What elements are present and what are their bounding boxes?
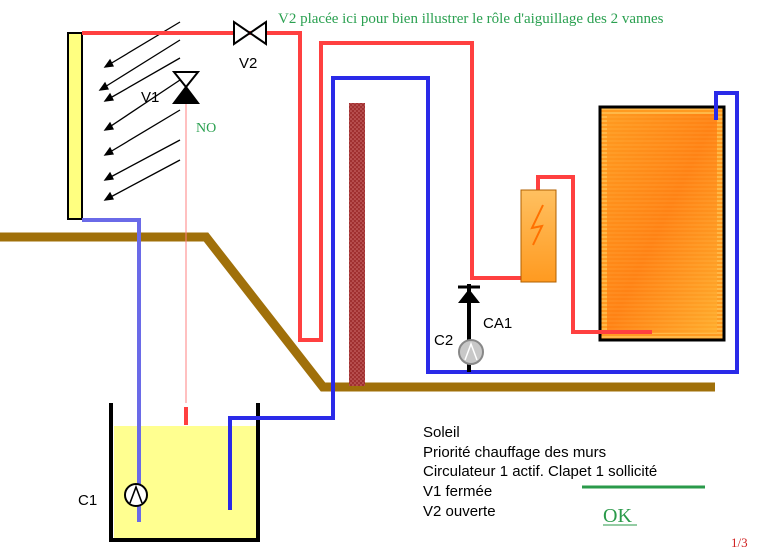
electric-heater xyxy=(520,189,557,283)
status-line-2: Priorité chauffage des murs xyxy=(423,444,606,461)
hot-pipe-panel-to-wall xyxy=(82,31,527,342)
status-line-4: V1 fermée xyxy=(423,483,492,500)
label-c1: C1 xyxy=(78,492,97,509)
label-c2: C2 xyxy=(434,332,453,349)
buffer-tank-water xyxy=(114,426,256,538)
label-v1: V1 xyxy=(141,89,159,106)
status-line-3: Circulateur 1 actif. Clapet 1 sollicité xyxy=(423,463,657,480)
cold-pipe-c1 xyxy=(82,218,141,522)
note-text: V2 placée ici pour bien illustrer le rôl… xyxy=(278,11,664,27)
status-line-5: V2 ouverte xyxy=(423,503,496,520)
valve-v1-icon xyxy=(171,71,201,104)
check-valve-icon xyxy=(458,289,480,303)
buffer-tank-outline xyxy=(109,403,260,542)
valve-v2-icon xyxy=(233,20,267,46)
label-ca1: CA1 xyxy=(483,315,512,332)
page-number: 1/3 xyxy=(731,535,748,550)
sun-rays xyxy=(98,21,181,201)
status-line-1: Soleil xyxy=(423,424,460,441)
lightning-icon xyxy=(530,204,544,246)
wall-heater xyxy=(349,103,365,386)
label-no: NO xyxy=(196,121,216,136)
label-v2: V2 xyxy=(239,55,257,72)
ok-label: OK xyxy=(603,505,632,527)
ground-line xyxy=(0,232,715,392)
solar-panel xyxy=(67,32,83,220)
cold-pipe-return xyxy=(228,76,739,510)
